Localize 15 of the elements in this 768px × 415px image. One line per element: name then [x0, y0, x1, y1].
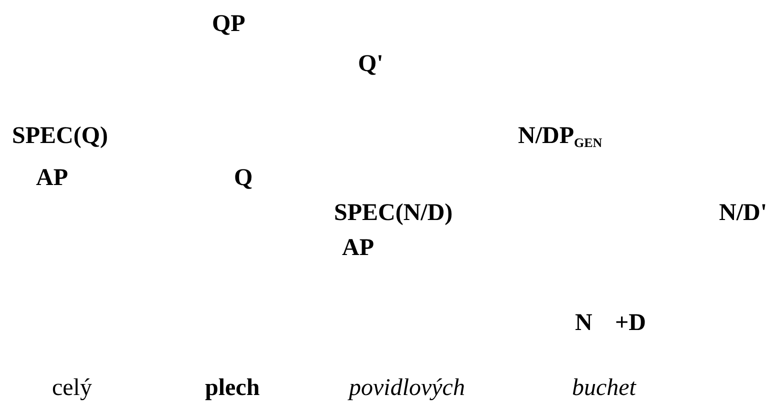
word-label: plech — [205, 374, 260, 402]
word-label: buchet — [572, 374, 636, 402]
node-label: AP — [342, 234, 374, 262]
node-label: SPEC(Q) — [12, 122, 108, 150]
word-label: celý — [52, 374, 92, 402]
node-label: +D — [615, 309, 646, 337]
node-label: AP — [36, 164, 68, 192]
node-label: N/DP$_{GEN}$ — [518, 122, 602, 150]
node-label: SPEC(N/D) — [334, 199, 453, 227]
node-label: N/D' — [719, 199, 767, 227]
node-label: QP — [212, 10, 246, 38]
node-label: N — [575, 309, 592, 337]
node-label: Q — [234, 164, 253, 192]
word-label: povidlových — [349, 374, 465, 402]
node-label: Q' — [358, 50, 384, 78]
